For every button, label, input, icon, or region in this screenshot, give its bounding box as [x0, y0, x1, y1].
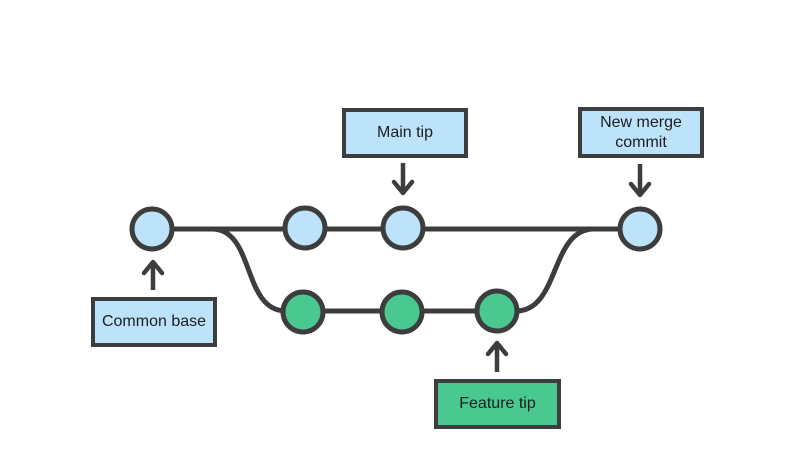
label-common-base-text: Common base — [101, 313, 207, 330]
common-base-arrow-head — [141, 259, 165, 276]
label-box-main-tip: Main tip — [342, 108, 468, 158]
label-new-merge-commit-text: New merge commit — [600, 113, 682, 151]
main-commit-node-1 — [129, 206, 175, 252]
new-merge-commit-arrow-head — [628, 181, 652, 198]
main-tip-arrow-head — [391, 179, 415, 196]
feature-commit-node-2 — [379, 289, 425, 335]
main-commit-node-2 — [282, 205, 328, 251]
branch-out-curve — [209, 226, 289, 314]
feature-commit-node-1 — [280, 289, 326, 335]
label-feature-tip-text: Feature tip — [459, 395, 536, 412]
feature-tip-arrow-head — [485, 340, 509, 357]
label-box-new-merge-commit: New merge commit — [578, 107, 704, 158]
main-commit-node-4 — [617, 206, 663, 252]
feature-commit-node-3 — [474, 288, 520, 334]
label-main-tip-text: Main tip — [376, 124, 434, 141]
label-box-common-base: Common base — [91, 297, 217, 347]
label-box-feature-tip: Feature tip — [434, 379, 561, 429]
merge-in-curve — [513, 226, 597, 314]
main-commit-node-3 — [380, 205, 426, 251]
